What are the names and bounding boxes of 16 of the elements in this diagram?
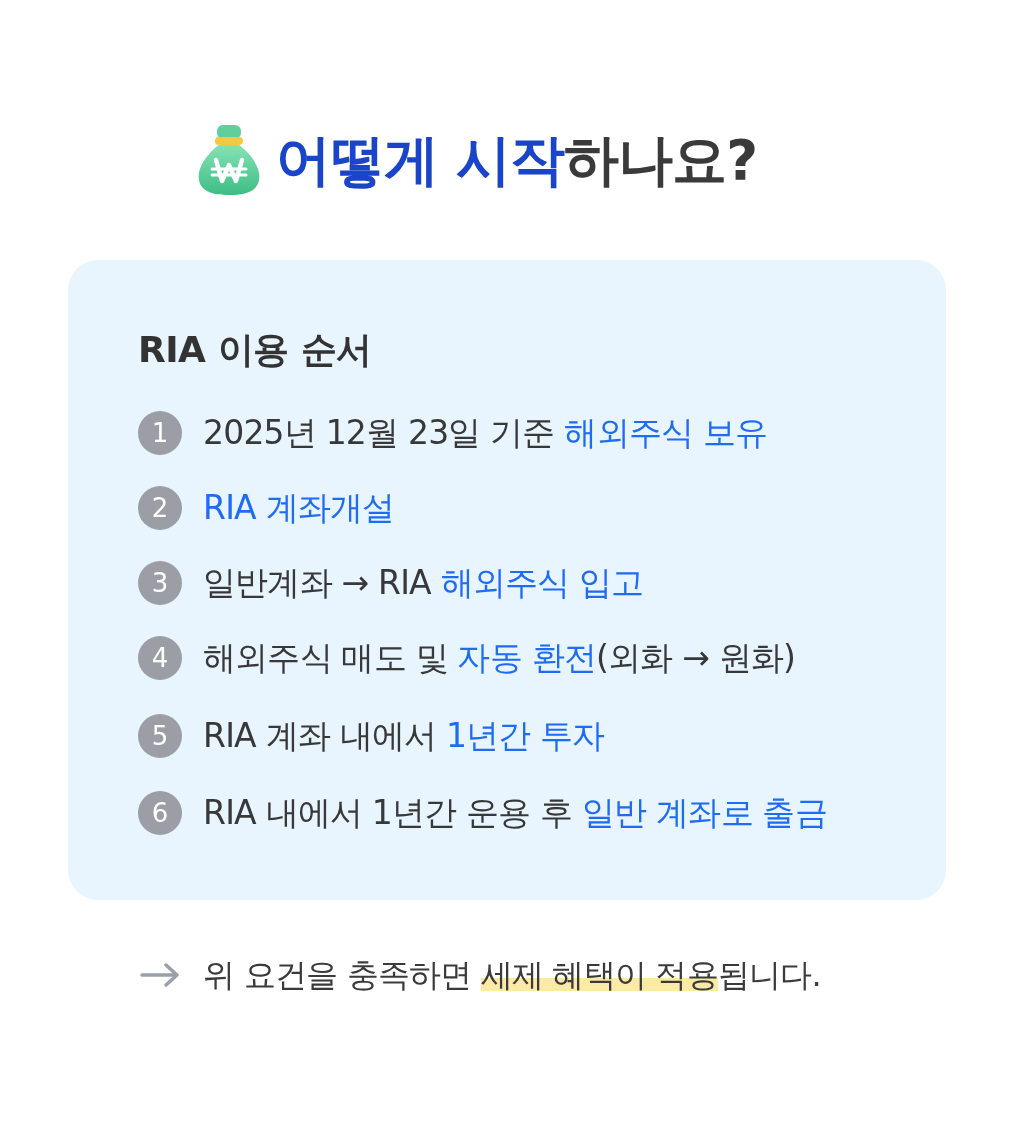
step-number: 2 bbox=[138, 486, 182, 530]
step-text: 일반계좌 → RIA 해외주식 입고 bbox=[203, 562, 644, 604]
step-number: 1 bbox=[138, 411, 182, 455]
info-panel bbox=[68, 260, 946, 900]
step-text: RIA 계좌 내에서 1년간 투자 bbox=[203, 715, 605, 757]
step-number: 3 bbox=[138, 561, 182, 605]
note-text: 위 요건을 충족하면 세제 혜택이 적용됩니다. bbox=[203, 955, 821, 996]
step-text: RIA 내에서 1년간 운용 후 일반 계좌로 출금 bbox=[203, 792, 827, 834]
step-text: 해외주식 매도 및 자동 환전(외화 → 원화) bbox=[203, 637, 796, 679]
title: 어떻게 시작하나요? bbox=[276, 127, 758, 194]
step-text: RIA 계좌개설 bbox=[203, 487, 395, 529]
step-number: 4 bbox=[138, 636, 182, 680]
step-number: 6 bbox=[138, 791, 182, 835]
step-number: 5 bbox=[138, 714, 182, 758]
step-text: 2025년 12월 23일 기준 해외주식 보유 bbox=[203, 412, 768, 454]
panel-heading: RIA 이용 순서 bbox=[138, 328, 372, 372]
